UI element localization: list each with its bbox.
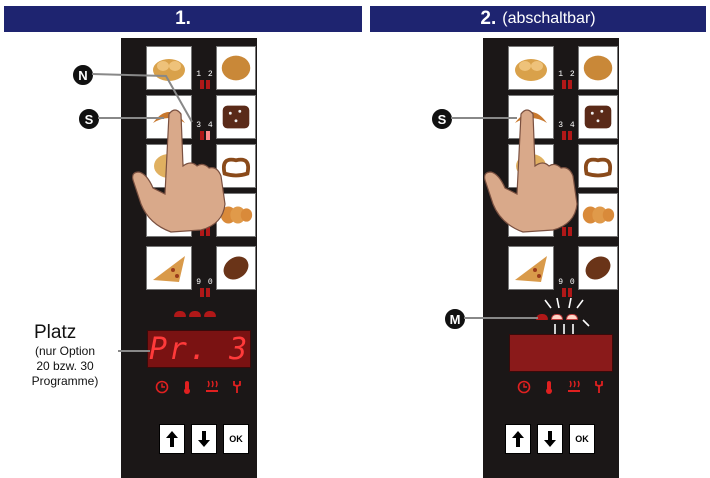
- function-icons: [155, 380, 244, 394]
- callout-m-line: [464, 314, 544, 324]
- pizza-slice-icon: [511, 250, 551, 286]
- product-button-pizza[interactable]: [508, 246, 554, 290]
- step-note: (abschaltbar): [502, 10, 595, 28]
- ok-button[interactable]: OK: [223, 424, 249, 454]
- arrow-down-icon: [197, 430, 211, 448]
- steam-icon: [567, 380, 581, 394]
- pizza-slice-icon: [149, 250, 189, 286]
- clock-icon: [155, 380, 169, 394]
- product-button-dark-bread[interactable]: [578, 246, 618, 290]
- callout-s-line: [451, 114, 521, 124]
- callout-n: N: [72, 64, 94, 86]
- dark-bread-icon: [217, 250, 255, 286]
- callout-s: S: [431, 108, 453, 130]
- bread-loaf-icon: [217, 50, 255, 86]
- down-button[interactable]: [191, 424, 217, 454]
- slot-indicator-9-0: 9 0: [196, 278, 214, 297]
- thermometer-icon: [542, 380, 556, 394]
- platz-line: Programme): [10, 374, 120, 389]
- dark-bread-icon: [579, 250, 617, 286]
- platz-pointer-line: [118, 346, 158, 356]
- step-number: 1.: [175, 8, 191, 30]
- bun-icon: [511, 50, 551, 86]
- product-button-bread-loaf[interactable]: [216, 46, 256, 90]
- ok-button[interactable]: OK: [569, 424, 595, 454]
- steam-icon: [205, 380, 219, 394]
- tool-icon: [592, 380, 606, 394]
- up-button[interactable]: [505, 424, 531, 454]
- function-icons: [517, 380, 606, 394]
- bread-loaf-icon: [579, 50, 617, 86]
- product-button-pizza[interactable]: [146, 246, 192, 290]
- step-1-header: 1.: [4, 6, 362, 32]
- program-leds: [174, 311, 216, 317]
- product-button-bread-loaf[interactable]: [578, 46, 618, 90]
- platz-line: 20 bzw. 30: [10, 359, 120, 374]
- slot-indicator-9-0: 9 0: [558, 278, 576, 297]
- thermometer-icon: [180, 380, 194, 394]
- arrow-up-icon: [511, 430, 525, 448]
- platz-title: Platz: [10, 322, 120, 344]
- up-button[interactable]: [159, 424, 185, 454]
- product-button-dark-bread[interactable]: [216, 246, 256, 290]
- step-2-header: 2. (abschaltbar): [370, 6, 706, 32]
- callout-s-line: [98, 114, 168, 124]
- tool-icon: [230, 380, 244, 394]
- display-value: Pr. 3: [149, 332, 249, 367]
- product-button-bun[interactable]: [508, 46, 554, 90]
- down-button[interactable]: [537, 424, 563, 454]
- callout-m: M: [444, 308, 466, 330]
- callout-s: S: [78, 108, 100, 130]
- arrow-up-icon: [165, 430, 179, 448]
- slot-indicator-1-2: 1 2: [558, 70, 576, 89]
- step-number: 2.: [480, 8, 496, 30]
- program-display-off: [509, 334, 613, 372]
- platz-line: (nur Option: [10, 344, 120, 359]
- program-display: Pr. 3: [147, 330, 251, 368]
- platz-label: Platz (nur Option 20 bzw. 30 Programme): [10, 322, 120, 389]
- control-panel-2: 1 2 3 4 9 0 OK: [483, 38, 619, 478]
- clock-icon: [517, 380, 531, 394]
- arrow-down-icon: [543, 430, 557, 448]
